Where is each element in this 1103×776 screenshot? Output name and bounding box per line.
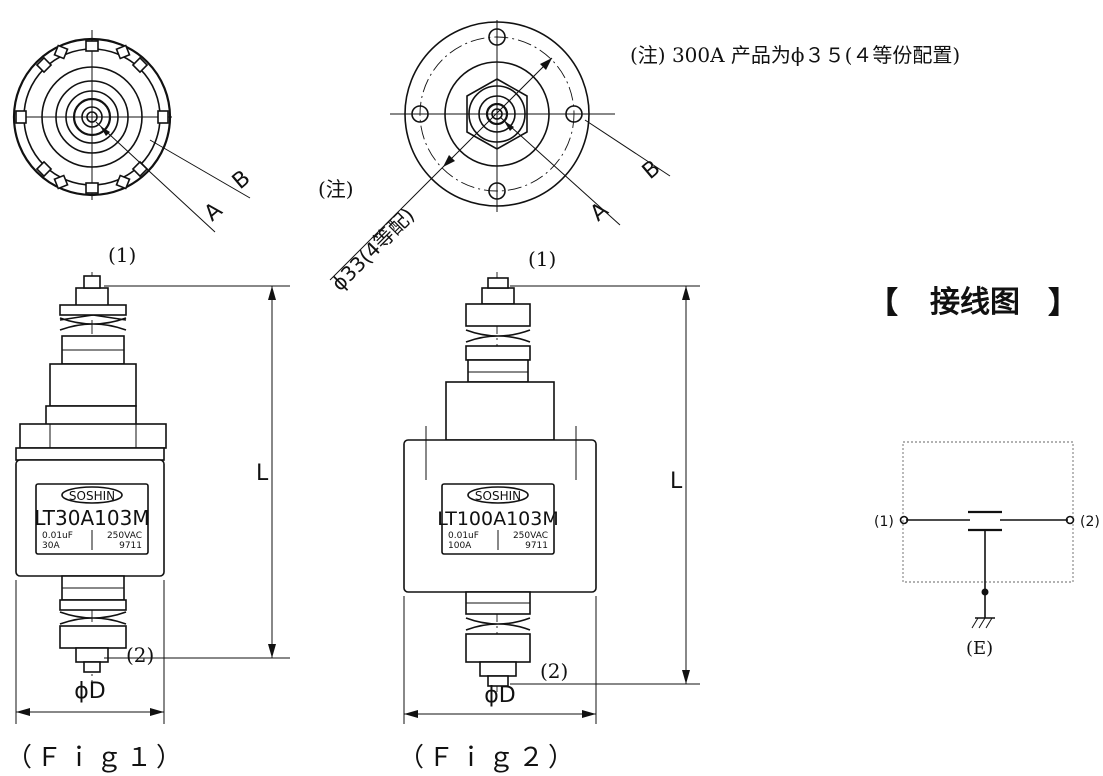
fig2-label-a: A — [586, 198, 614, 227]
fig2-caption: （Ｆｉｇ２） — [398, 743, 578, 773]
wiring-bracket-right: 】 — [1048, 286, 1078, 321]
fig1-current: 30A — [42, 541, 60, 551]
fig1-volt: 250VAC — [107, 531, 142, 541]
wiring-terminal-2: (2) — [1080, 514, 1100, 530]
fig1-side-view: SOSHIN LT30A103M 0.01uF 250VAC 30A 9711 … — [6, 243, 290, 773]
fig2-cap: 0.01uF — [448, 531, 479, 541]
fig1-terminal-1: (1) — [108, 243, 136, 267]
fig2-nameplate — [441, 483, 555, 555]
fig1-terminal-2: (2) — [126, 643, 154, 667]
note-300a: (注) 300A 产品为ϕ３５(４等份配置) — [630, 43, 960, 67]
fig2-side-view: SOSHIN LT100A103M 0.01uF 250VAC 100A 971… — [398, 247, 700, 773]
fig1-cap: 0.01uF — [42, 531, 73, 541]
fig2-bolt-circle-label: ϕ33(4等配) — [327, 203, 420, 296]
wiring-diagram: 【 接线图 】 (1) (2) (E) — [868, 285, 1100, 659]
fig2-volt: 250VAC — [513, 531, 548, 541]
fig2-model: LT100A103M — [437, 508, 559, 530]
fig2-current: 100A — [448, 541, 472, 551]
fig1-brand: SOSHIN — [69, 489, 115, 503]
fig1-dim-d: ϕD — [74, 679, 105, 704]
fig2-note-marker: (注) — [318, 177, 354, 201]
fig2-label-b: B — [638, 156, 666, 185]
fig1-code: 9711 — [119, 541, 142, 551]
fig1-dim-l: L — [256, 461, 269, 486]
wiring-ground-label: (E) — [966, 638, 993, 659]
fig2-mount-holes — [411, 28, 583, 200]
fig2-code: 9711 — [525, 541, 548, 551]
fig2-brand: SOSHIN — [475, 489, 521, 503]
wiring-title: 接线图 — [930, 285, 1020, 320]
fig2-top-view: A B (注) ϕ33(4等配) — [318, 20, 671, 296]
wiring-terminal-1: (1) — [874, 514, 894, 530]
fig1-nameplate — [35, 483, 149, 555]
fig2-dim-d: ϕD — [484, 683, 515, 708]
fig1-caption: （Ｆｉｇ１） — [6, 743, 186, 773]
fig2-terminal-2: (2) — [540, 659, 568, 683]
fig1-top-view: A B — [12, 30, 256, 233]
fig1-label-b: B — [228, 166, 256, 195]
fig1-model: LT30A103M — [34, 506, 149, 530]
wiring-bracket-left: 【 — [868, 286, 898, 321]
fig2-terminal-1: (1) — [528, 247, 556, 271]
fig2-dim-l: L — [670, 469, 683, 494]
